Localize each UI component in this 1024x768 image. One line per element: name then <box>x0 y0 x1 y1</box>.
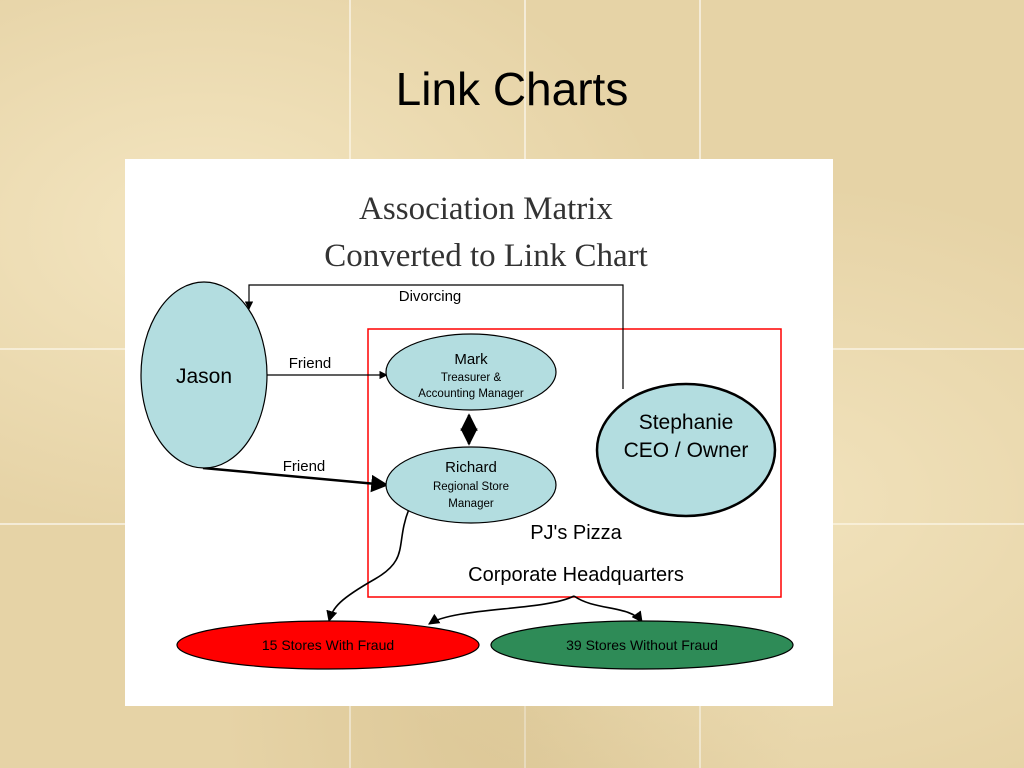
node-stephanie-line1: Stephanie <box>639 411 734 434</box>
hq-to-fraud-link <box>428 595 575 625</box>
org-hq-label: Corporate Headquarters <box>468 564 684 586</box>
friend-label-richard: Friend <box>283 458 326 475</box>
node-richard <box>385 446 557 524</box>
node-richard-role-2: Manager <box>448 498 494 510</box>
friend-label-mark: Friend <box>289 355 332 372</box>
node-richard-name: Richard <box>445 459 497 476</box>
node-stephanie <box>595 382 777 518</box>
node-clean-stores <box>490 620 794 670</box>
friend-link-richard <box>202 466 389 493</box>
node-mark-role-1: Treasurer & <box>441 372 502 384</box>
node-jason-label: Jason <box>176 365 232 388</box>
divorcing-link <box>244 284 624 389</box>
divorcing-label: Divorcing <box>399 288 462 305</box>
node-stephanie-line2: CEO / Owner <box>624 439 749 462</box>
node-fraud-stores <box>176 620 480 670</box>
link-chart-figure: Association Matrix Converted to Link Cha… <box>125 159 833 706</box>
node-mark-name: Mark <box>454 351 488 368</box>
link-chart-svg: Association Matrix Converted to Link Cha… <box>140 191 794 670</box>
node-clean-stores-label: 39 Stores Without Fraud <box>566 637 718 653</box>
diagram-heading-line2: Converted to Link Chart <box>324 238 648 274</box>
node-richard-role-1: Regional Store <box>433 481 509 493</box>
richard-to-fraud-link <box>326 508 410 623</box>
node-jason <box>140 281 268 469</box>
org-name-label: PJ's Pizza <box>530 522 622 544</box>
diagram-heading-line1: Association Matrix <box>359 191 613 227</box>
node-mark <box>385 333 557 411</box>
hq-to-clean-link <box>573 595 643 623</box>
node-mark-role-2: Accounting Manager <box>418 388 524 400</box>
slide-title: Link Charts <box>395 63 629 115</box>
node-fraud-stores-label: 15 Stores With Fraud <box>262 637 394 653</box>
